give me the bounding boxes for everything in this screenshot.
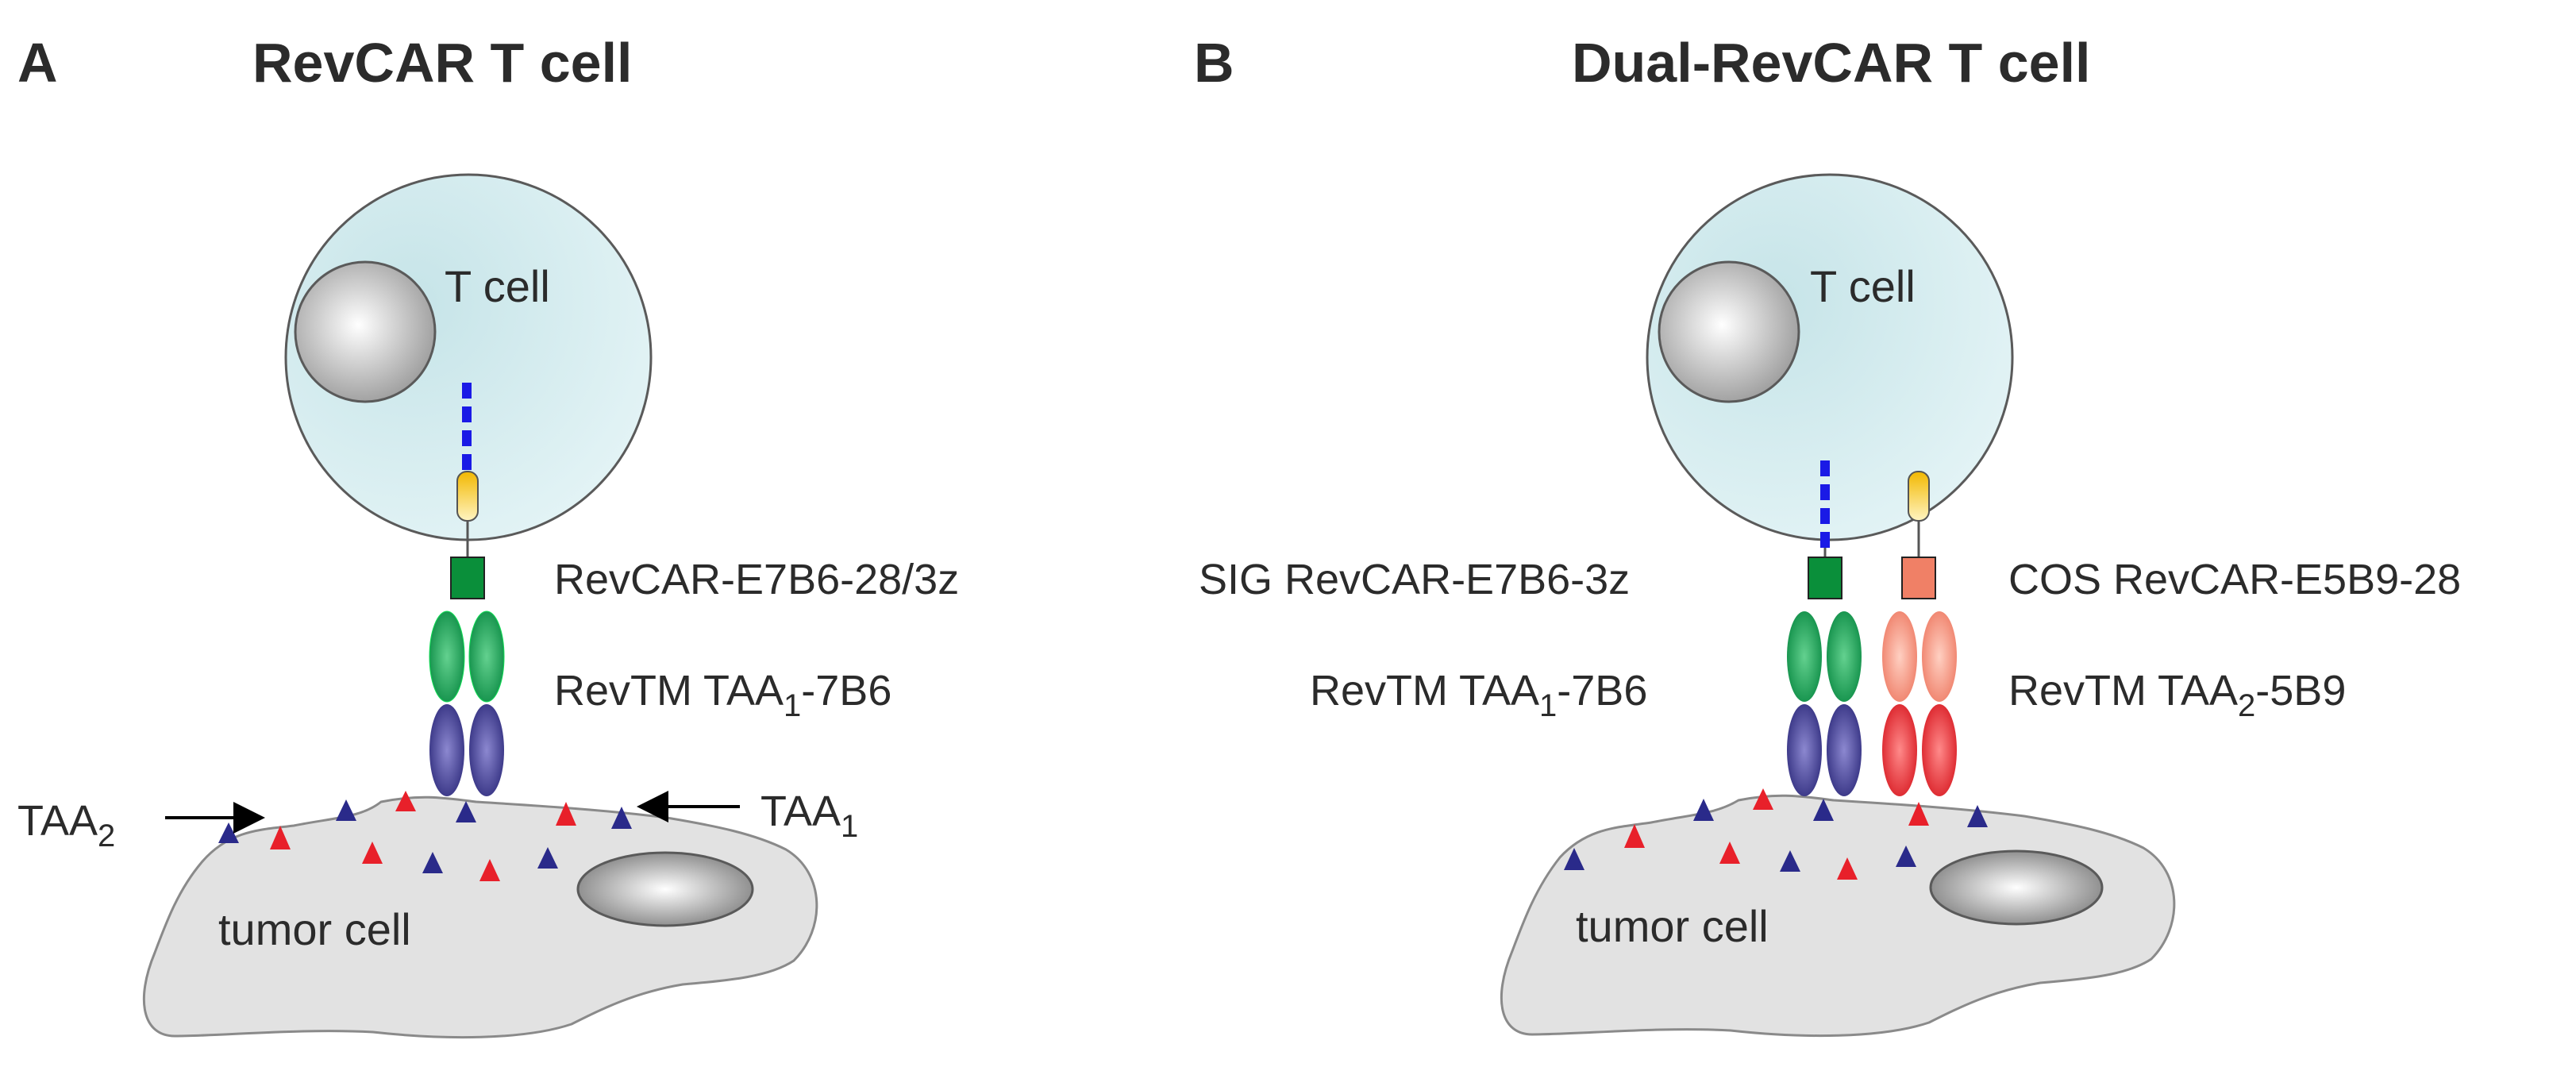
antigen-triangle-icon <box>1693 799 1714 821</box>
antigen-triangle-icon <box>218 822 239 843</box>
antigen-triangle-icon <box>1813 799 1834 821</box>
panel-title: Dual-RevCAR T cell <box>1572 32 2090 94</box>
antigen-triangle-icon <box>1780 850 1800 872</box>
antigen-triangle-icon <box>1719 842 1740 864</box>
panel-b: B Dual-RevCAR T cell tumor cell T cell S… <box>1194 32 2461 1038</box>
t-cell-label: T cell <box>1810 261 1916 311</box>
antigen-triangle-icon <box>362 842 383 864</box>
left-target-module-label: RevTM TAA1-7B6 <box>1310 667 1647 723</box>
nucleus-icon <box>1929 849 2104 926</box>
antigen-triangles <box>1564 788 1988 880</box>
target-module-label: RevTM TAA1-7B6 <box>554 667 891 723</box>
receptor-icon <box>1901 557 1936 599</box>
antigen-label-taa1: TAA1 <box>760 788 858 844</box>
right-target-module-label: RevTM TAA2-5B9 <box>2008 667 2346 723</box>
panel-letter: A <box>17 32 58 94</box>
antigen-triangle-icon <box>336 799 356 821</box>
target-module-icon <box>1787 611 1862 796</box>
antigen-triangle-icon <box>1896 846 1916 867</box>
nucleus-icon <box>294 260 437 403</box>
signaling-domain-icon <box>462 383 472 470</box>
right-receptor-label: COS RevCAR-E5B9-28 <box>2008 556 2461 603</box>
antigen-triangle-icon <box>456 801 476 822</box>
costimulatory-domain-icon <box>456 471 479 522</box>
antigen-triangles <box>218 791 632 881</box>
antigen-triangle-icon <box>1564 848 1584 870</box>
tumor-cell-label: tumor cell <box>1576 901 1769 951</box>
antigen-triangle-icon <box>611 807 632 829</box>
target-module-icon <box>1882 611 1957 796</box>
antigen-label-taa2: TAA2 <box>17 797 115 853</box>
antigen-triangle-icon <box>556 802 576 826</box>
antigen-triangle-icon <box>1908 802 1929 826</box>
signaling-domain-icon <box>1820 460 1830 548</box>
receptor-icon <box>1808 557 1842 599</box>
nucleus-icon <box>576 851 754 927</box>
antigen-triangle-icon <box>1624 824 1645 848</box>
antigen-triangle-icon <box>422 852 443 873</box>
costimulatory-domain-icon <box>1908 471 1930 522</box>
panel-a: A RevCAR T cell tumor cell T cell RevCAR… <box>17 32 959 1039</box>
panel-title: RevCAR T cell <box>252 32 632 94</box>
nucleus-icon <box>1658 260 1800 403</box>
tumor-cell-label: tumor cell <box>218 904 411 954</box>
receptor-icon <box>450 557 485 599</box>
antigen-triangle-icon <box>1753 788 1773 810</box>
antigen-triangle-icon <box>479 859 500 881</box>
antigen-triangle-icon <box>1967 805 1988 827</box>
panel-letter: B <box>1194 32 1234 94</box>
antigen-triangle-icon <box>270 826 291 849</box>
antigen-triangle-icon <box>537 847 558 869</box>
antigen-triangle-icon <box>395 791 416 811</box>
target-module-icon <box>429 611 505 796</box>
antigen-triangle-icon <box>1837 857 1858 880</box>
receptor-label: RevCAR-E7B6-28/3z <box>554 556 959 603</box>
left-receptor-label: SIG RevCAR-E7B6-3z <box>1199 556 1630 603</box>
t-cell-label: T cell <box>445 261 550 311</box>
